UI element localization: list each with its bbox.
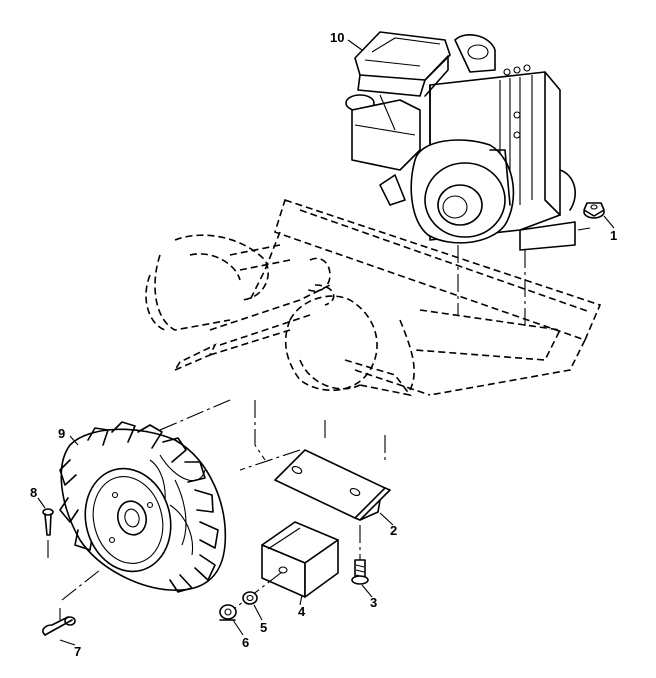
axle-line <box>159 399 231 431</box>
callout-6: 6 <box>242 635 249 650</box>
callout-2: 2 <box>390 523 397 538</box>
callout-10: 10 <box>330 30 344 45</box>
callout-7: 7 <box>74 644 81 659</box>
callout-3: 3 <box>370 595 377 610</box>
engine <box>345 31 576 251</box>
tire <box>59 421 227 593</box>
bracket <box>274 449 391 521</box>
nut <box>583 202 605 219</box>
clevis-pin <box>42 508 54 560</box>
callout-8: 8 <box>30 485 37 500</box>
callout-1: 1 <box>610 228 617 243</box>
nut-leader <box>577 227 591 231</box>
axle-line <box>239 449 301 471</box>
tiller-frame-phantom <box>145 198 602 397</box>
leader-lines <box>37 39 615 646</box>
washer-line <box>229 571 283 613</box>
callout-9: 9 <box>58 426 65 441</box>
lock-nut <box>219 604 237 621</box>
hairpin-clip <box>42 569 101 636</box>
bolt <box>351 559 369 585</box>
axle-line <box>254 400 266 461</box>
callout-4: 4 <box>298 604 306 619</box>
callout-5: 5 <box>260 620 267 635</box>
weight-box <box>261 521 339 598</box>
washer <box>242 591 258 605</box>
